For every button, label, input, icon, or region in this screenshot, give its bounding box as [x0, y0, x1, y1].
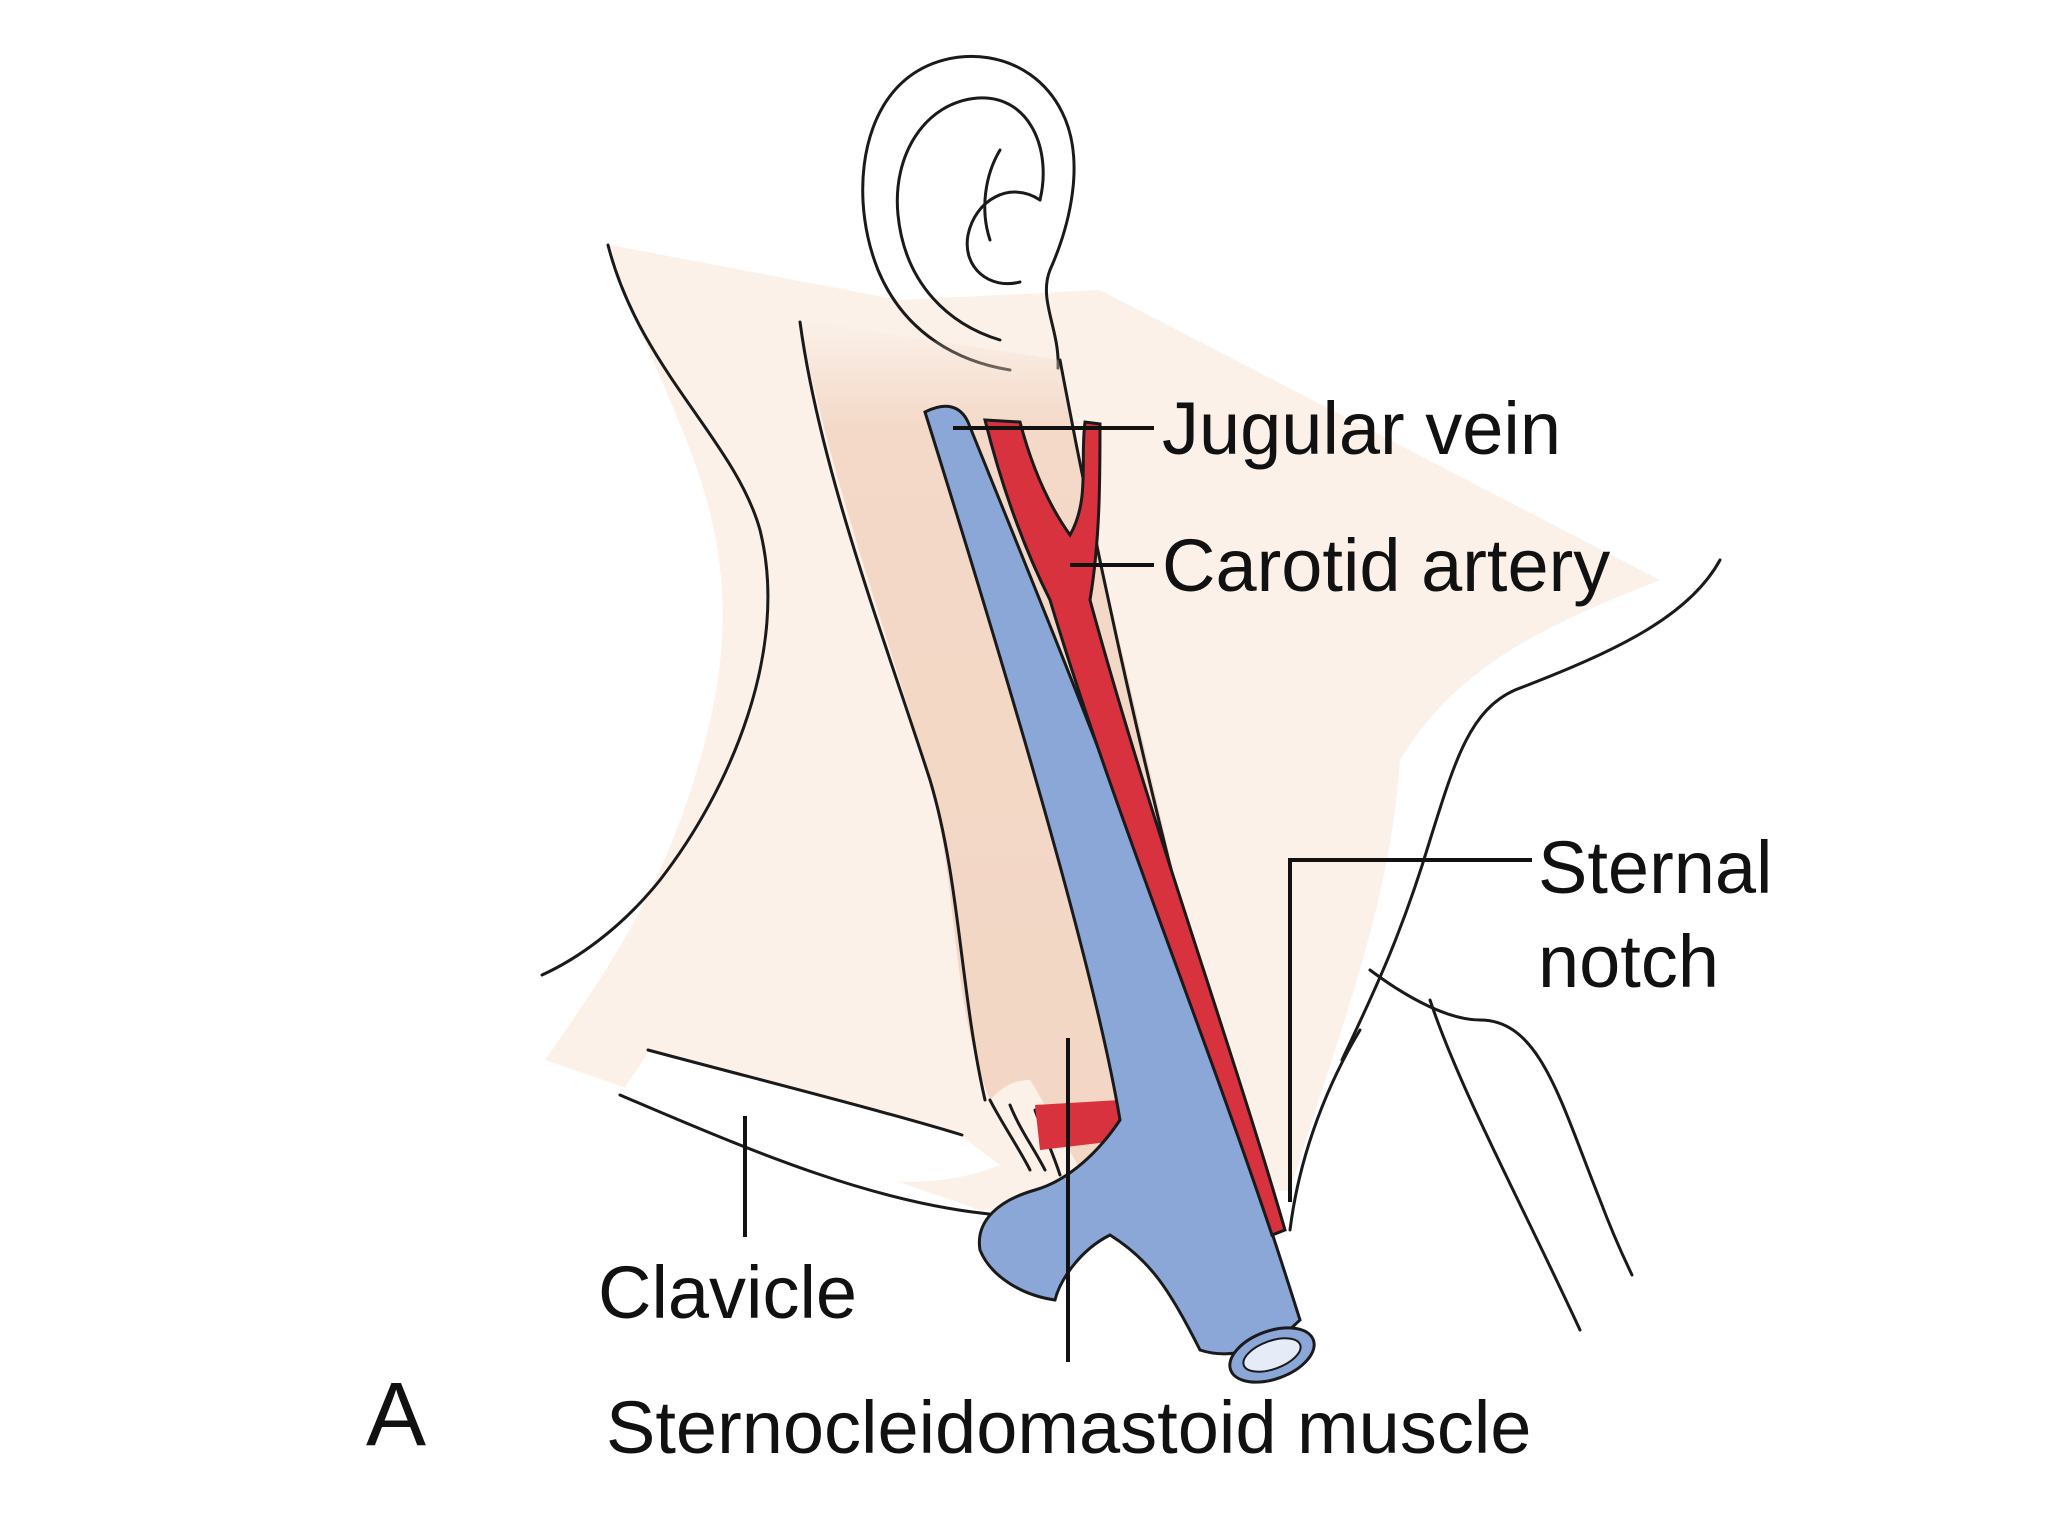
neck-outline [540, 243, 1722, 1332]
sternum-contour [1288, 1028, 1362, 1232]
label-clavicle: Clavicle [598, 1251, 857, 1334]
ear [861, 54, 1076, 372]
leader-lines [743, 426, 1532, 1362]
inner-chest-contour [1428, 998, 1582, 1332]
label-sternocleidomastoid: Sternocleidomastoid muscle [606, 1386, 1531, 1469]
carotid-artery [983, 418, 1287, 1237]
label-jugular-vein: Jugular vein [1162, 387, 1561, 470]
jugular-vein [923, 404, 1316, 1384]
panel-letter: A [366, 1365, 426, 1465]
label-sternal-notch-line2: notch [1538, 920, 1719, 1003]
label-carotid-artery: Carotid artery [1162, 524, 1610, 607]
chest-contour [1368, 968, 1634, 1277]
labels: Jugular vein Carotid artery Sternal notc… [366, 387, 1772, 1469]
leader-sternal-notch [1288, 858, 1532, 1202]
label-sternal-notch-line1: Sternal [1538, 826, 1772, 909]
clavicle-bone [618, 1048, 1002, 1217]
posterior-neck-contour [540, 243, 770, 977]
throat-contour [1340, 558, 1722, 1062]
